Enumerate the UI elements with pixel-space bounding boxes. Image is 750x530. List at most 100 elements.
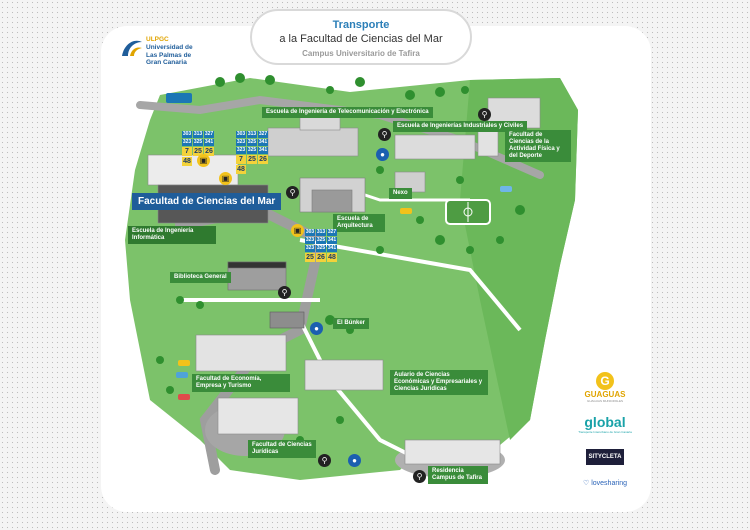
bus-line: 303 <box>236 131 246 138</box>
bike-icon: ⚲ <box>413 470 426 483</box>
title-banner: Transporte a la Facultad de Ciencias del… <box>250 9 472 65</box>
label-arquitectura: Escuela de Arquitectura <box>333 214 385 232</box>
global-label: global <box>584 414 626 430</box>
motorbike-icon: ● <box>310 322 323 335</box>
bus-line: 325 <box>193 139 203 146</box>
sponsor-lovesharing: ♡ lovesharing <box>578 479 632 487</box>
bus-stop-c: 303 313 327 323 325 341 323 325 341 25 2… <box>305 229 337 262</box>
building-residencia <box>404 439 501 465</box>
label-residencia: Residencia Campus de Tafira <box>428 466 488 484</box>
sponsor-sitycleta: SITYCLETA <box>578 449 632 465</box>
heart-icon: ♡ <box>582 480 590 487</box>
bus-line: 327 <box>327 229 337 236</box>
title-line2: a la Facultad de Ciencias del Mar <box>279 33 443 45</box>
building-economia <box>195 334 287 372</box>
logo-name-line2: Las Palmas de <box>146 51 192 59</box>
sitycleta-label: SITYCLETA <box>586 449 624 465</box>
bus-line: 323 <box>182 139 192 146</box>
bus-line: 313 <box>247 131 257 138</box>
bus-line: 25 <box>247 155 257 164</box>
bus-line: 48 <box>327 253 337 262</box>
guaguas-label: GUAGUAS <box>584 390 626 399</box>
logo-name: Universidad de Las Palmas de Gran Canari… <box>146 44 193 67</box>
lovesharing-label: lovesharing <box>591 480 628 487</box>
palm-trees <box>156 73 525 444</box>
bus-line: 25 <box>305 253 315 262</box>
label-biblioteca-text: Biblioteca General <box>174 274 227 280</box>
bus-line: 327 <box>258 131 268 138</box>
bus-line: 325 <box>247 147 257 154</box>
building-aulario <box>304 359 384 391</box>
bus-line: 341 <box>258 147 268 154</box>
sponsor-global: global Transporte Interurbano de Gran Ca… <box>578 414 632 434</box>
bus-line: 341 <box>327 245 337 252</box>
building-biblioteca <box>227 261 287 291</box>
building-teleco <box>267 109 359 157</box>
guaguas-logo-icon: G <box>596 372 614 390</box>
bus-line: 323 <box>236 139 246 146</box>
bus-line: 313 <box>193 131 203 138</box>
ulpgc-logo: ULPGC Universidad de Las Palmas de Gran … <box>120 34 210 74</box>
bus-line: 341 <box>204 139 214 146</box>
label-bunker-text: El Búnker <box>337 320 366 326</box>
logo-acronym: ULPGC <box>146 36 169 43</box>
bike-icon: ⚲ <box>278 286 291 299</box>
bus-line: 7 <box>236 155 246 164</box>
label-juridicas: Facultad de Ciencias Jurídicas <box>248 440 316 458</box>
bus-stop-b: 303 313 327 323 325 341 323 325 341 7 25… <box>236 131 268 174</box>
label-teleco-text: Escuela de Ingeniería de Telecomunicació… <box>266 109 429 115</box>
bus-line: 303 <box>182 131 192 138</box>
car-4 <box>400 208 412 214</box>
ulpgc-logo-icon <box>122 40 142 56</box>
path-3 <box>298 319 421 462</box>
car-2 <box>176 372 188 378</box>
sponsor-guaguas: G GUAGUAS GUAGUAS MUNICIPALES <box>578 372 632 403</box>
label-informatica: Escuela de Ingeniería Informática <box>128 226 216 244</box>
label-economia: Facultad de Economía, Empresa y Turismo <box>192 374 290 392</box>
bus-line: 327 <box>204 131 214 138</box>
label-nexo: Nexo <box>389 188 412 199</box>
logo-name-line3: Gran Canaria <box>146 59 187 66</box>
bus-line: 48 <box>182 157 192 166</box>
label-aulario: Aulario de Ciencias Económicas y Empresa… <box>390 370 488 395</box>
building-deporte <box>477 127 499 157</box>
label-ciencias-mar: Facultad de Ciencias del Mar <box>132 193 282 210</box>
title-line3: Campus Universitario de Tafira <box>302 49 420 58</box>
label-arquitectura-text: Escuela de Arquitectura <box>337 216 373 229</box>
label-deporte: Facultad de Ciencias de la Actividad Fís… <box>505 130 571 162</box>
bus-line: 323 <box>305 245 315 252</box>
bus-line: 341 <box>258 139 268 146</box>
building-juridicas <box>217 397 299 435</box>
guaguas-tagline: GUAGUAS MUNICIPALES <box>587 399 623 403</box>
car-5 <box>500 186 512 192</box>
label-nexo-text: Nexo <box>393 190 408 196</box>
label-aulario-text: Aulario de Ciencias Económicas y Empresa… <box>394 372 483 392</box>
label-teleco: Escuela de Ingeniería de Telecomunicació… <box>262 107 433 118</box>
bus-stop-icon: ▣ <box>219 172 232 185</box>
bike-icon: ⚲ <box>478 108 491 121</box>
label-juridicas-text: Facultad de Ciencias Jurídicas <box>252 442 312 455</box>
bus-stop-icon: ▣ <box>291 224 304 237</box>
bus-line: 26 <box>316 253 326 262</box>
bus-stop-icon: ▣ <box>197 154 210 167</box>
bus-vehicle <box>166 93 192 103</box>
bus-line: 7 <box>182 147 192 156</box>
campus-grass-east <box>460 78 578 440</box>
bus-line: 48 <box>236 165 246 174</box>
label-industriales-text: Escuela de Ingenierías Industriales y Ci… <box>397 123 524 129</box>
building-arquitectura <box>299 177 366 213</box>
bus-stop-a: 303 313 327 323 325 341 7 25 26 48 <box>182 131 214 166</box>
label-residencia-text: Residencia Campus de Tafira <box>432 468 482 481</box>
bus-line: 25 <box>193 147 203 156</box>
bike-icon: ⚲ <box>378 128 391 141</box>
bus-line: 323 <box>236 147 246 154</box>
bus-line: 26 <box>204 147 214 156</box>
bus-line: 26 <box>258 155 268 164</box>
path-1 <box>299 238 522 332</box>
bus-line: 325 <box>316 245 326 252</box>
bike-icon: ⚲ <box>286 186 299 199</box>
global-tagline: Transporte Interurbano de Gran Canaria <box>578 430 632 434</box>
label-economia-text: Facultad de Economía, Empresa y Turismo <box>196 376 262 389</box>
bike-icon: ⚲ <box>318 454 331 467</box>
